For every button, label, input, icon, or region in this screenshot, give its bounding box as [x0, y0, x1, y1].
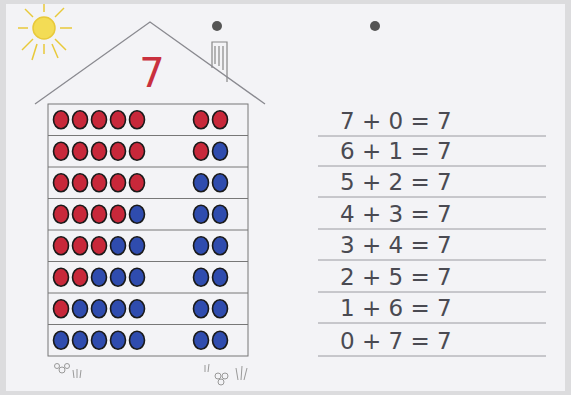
red-counter	[54, 205, 69, 223]
red-counter	[130, 142, 145, 160]
red-counter	[111, 111, 126, 129]
red-counter	[92, 111, 107, 129]
grid-row-line	[48, 135, 248, 136]
blue-counter	[130, 300, 145, 318]
blue-counter	[54, 331, 69, 349]
writing-line	[318, 136, 546, 137]
grass-and-flowers	[55, 364, 248, 386]
equation-text: 5 + 2 = 7	[340, 171, 452, 194]
grid-row-line	[48, 167, 248, 168]
roof-line	[35, 22, 265, 104]
writing-line	[318, 260, 546, 261]
writing-line	[318, 197, 546, 198]
grid-row-line	[48, 230, 248, 231]
blue-counter	[213, 237, 228, 255]
blue-counter	[111, 300, 126, 318]
red-counter	[111, 174, 126, 192]
red-counter	[194, 142, 209, 160]
red-counter	[73, 142, 88, 160]
grid-row-line	[48, 198, 248, 199]
equation-text: 0 + 7 = 7	[340, 330, 452, 353]
blue-counter	[213, 268, 228, 286]
equation-text: 4 + 3 = 7	[340, 203, 452, 226]
blue-counter	[92, 268, 107, 286]
blue-counter	[92, 300, 107, 318]
blue-counter	[213, 300, 228, 318]
red-counter	[92, 237, 107, 255]
equation-text: 6 + 1 = 7	[340, 140, 452, 163]
blue-counter	[194, 237, 209, 255]
roof-number: 7	[139, 53, 164, 93]
grid-frame	[48, 104, 248, 356]
red-counter	[54, 268, 69, 286]
red-counter	[92, 174, 107, 192]
blue-counter	[213, 331, 228, 349]
red-counter	[213, 111, 228, 129]
red-counter	[73, 174, 88, 192]
red-counter	[54, 111, 69, 129]
blue-counter	[73, 331, 88, 349]
red-counter	[54, 174, 69, 192]
blue-counter	[130, 237, 145, 255]
red-counter	[111, 205, 126, 223]
equation-text: 1 + 6 = 7	[340, 297, 452, 320]
blue-counter	[194, 268, 209, 286]
writing-line	[318, 166, 546, 167]
red-counter	[111, 142, 126, 160]
writing-line	[318, 323, 546, 324]
blue-counter	[111, 331, 126, 349]
blue-counter	[130, 331, 145, 349]
red-counter	[73, 237, 88, 255]
house-roof: 7	[33, 20, 267, 106]
writing-line	[318, 292, 546, 293]
grid-row-line	[48, 261, 248, 262]
red-counter	[73, 111, 88, 129]
house-grid	[48, 104, 248, 356]
grid-row-line	[48, 293, 248, 294]
red-counter	[73, 268, 88, 286]
blue-counter	[213, 205, 228, 223]
blue-counter	[111, 268, 126, 286]
blue-counter	[92, 331, 107, 349]
writing-lines	[318, 136, 546, 356]
red-counter	[54, 142, 69, 160]
blue-counter	[111, 237, 126, 255]
blue-counter	[194, 174, 209, 192]
blue-counter	[194, 300, 209, 318]
blue-counter	[130, 205, 145, 223]
red-counter	[92, 142, 107, 160]
punch-holes	[212, 21, 380, 31]
red-counter	[130, 111, 145, 129]
blue-counter	[213, 142, 228, 160]
blue-counter	[73, 300, 88, 318]
writing-line	[318, 229, 546, 230]
equation-text: 3 + 4 = 7	[340, 234, 452, 257]
equation-text: 7 + 0 = 7	[340, 110, 452, 133]
red-counter	[54, 237, 69, 255]
sun	[18, 4, 72, 60]
blue-counter	[194, 331, 209, 349]
equation-text: 2 + 5 = 7	[340, 266, 452, 289]
red-counter	[54, 300, 69, 318]
red-counter	[130, 174, 145, 192]
red-counter	[73, 205, 88, 223]
blue-counter	[130, 268, 145, 286]
blue-counter	[213, 174, 228, 192]
red-counter	[92, 205, 107, 223]
red-counter	[194, 111, 209, 129]
grid-row-line	[48, 324, 248, 325]
blue-counter	[194, 205, 209, 223]
writing-line	[318, 356, 546, 357]
